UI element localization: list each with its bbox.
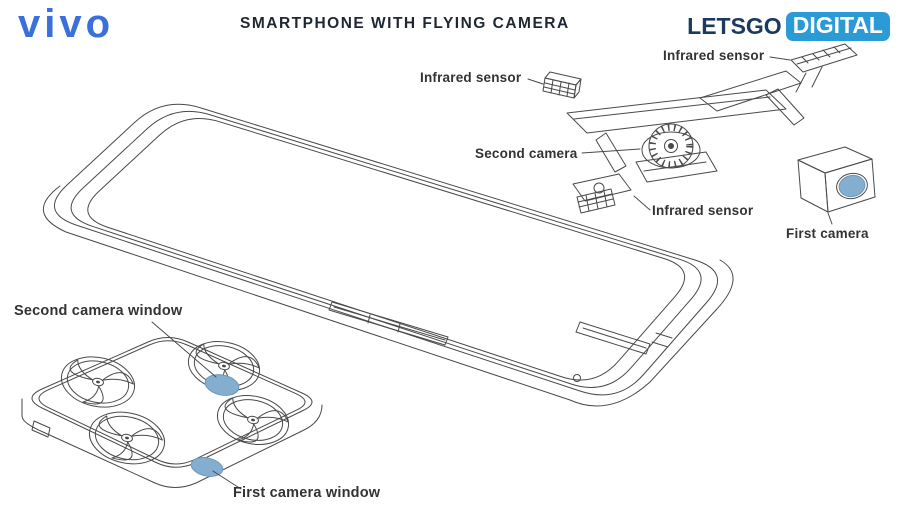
drone-body-rim [39, 341, 305, 464]
propeller-bottom-left [84, 406, 169, 473]
label-infrared-sensor-top: Infrared sensor [663, 48, 765, 63]
vivo-logo: vivo [18, 2, 115, 46]
diagram-title: SMARTPHONE WITH FLYING CAMERA [240, 15, 570, 32]
first-camera-part [798, 147, 875, 212]
infrared-sensor-left-part [543, 72, 581, 98]
label-second-camera: Second camera [475, 146, 578, 161]
label-first-camera-window: First camera window [233, 485, 381, 501]
phone-side-slot [329, 302, 448, 345]
label-infrared-sensor-left: Infrared sensor [420, 70, 522, 85]
smartphone-drawing [43, 104, 733, 406]
second-camera-window-marker [204, 374, 240, 396]
label-second-camera-window: Second camera window [14, 303, 183, 319]
leader-lines [152, 57, 832, 489]
first-camera-lens [838, 174, 866, 198]
second-camera-part [642, 124, 700, 168]
propeller-top-left [56, 350, 139, 416]
second-camera-knurl-ring [649, 124, 693, 168]
phone-screen [88, 118, 685, 380]
drone-drawing [22, 335, 322, 487]
phone-edge-button [574, 375, 581, 382]
phone-outline [54, 104, 717, 395]
infrared-sensor-top-part [791, 44, 857, 72]
letsgodigital-logo: LETSGO DIGITAL [687, 12, 890, 41]
drone-body-outline [32, 338, 312, 468]
phone-thickness-edge [43, 186, 733, 406]
second-camera-lens [649, 124, 693, 168]
camera-slider-bay [576, 322, 672, 354]
propeller-bottom-right [212, 389, 293, 454]
phone-bezel [71, 111, 701, 387]
letsgo-wordmark: LETSGO [687, 13, 782, 39]
drone-side-notch [32, 421, 50, 437]
label-first-camera: First camera [786, 226, 869, 241]
drone-thickness-edge [22, 399, 322, 488]
label-infrared-sensor-bottom: Infrared sensor [652, 203, 754, 218]
flying-camera-module-drawing [543, 44, 875, 213]
digital-badge: DIGITAL [785, 12, 890, 41]
infrared-sensor-bottom-part [573, 174, 631, 213]
